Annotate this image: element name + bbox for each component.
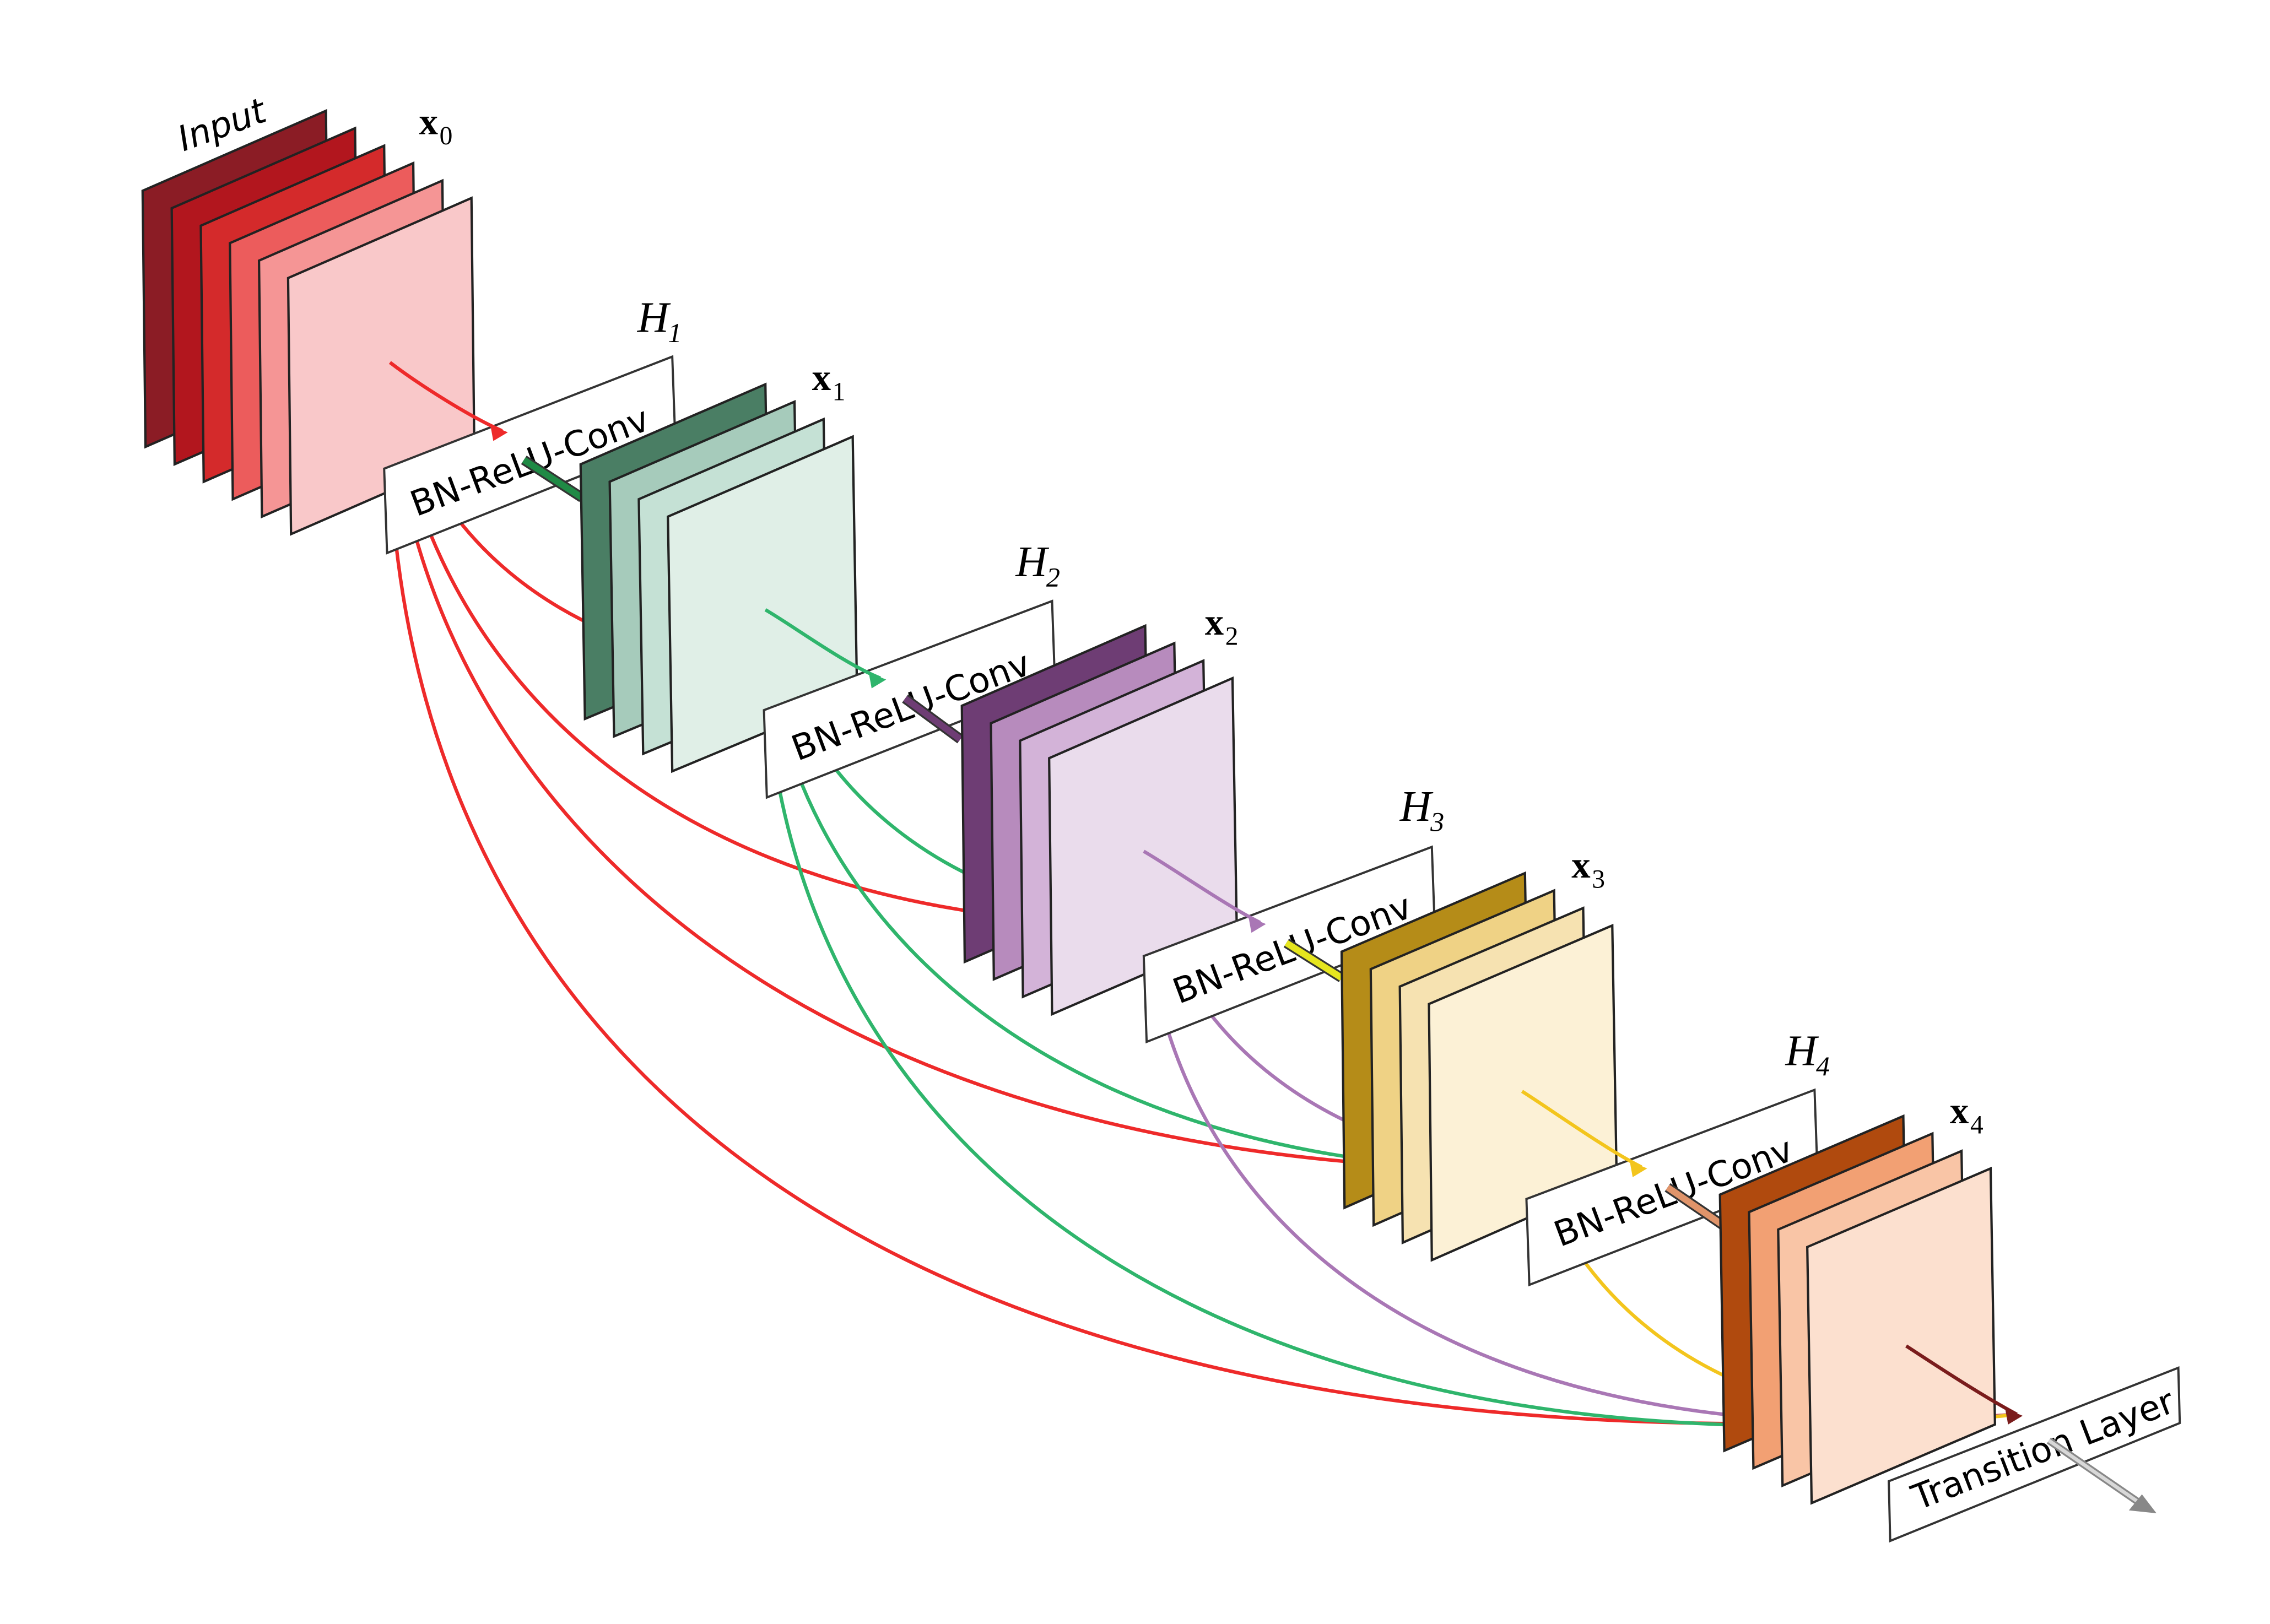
- svg-text:4: 4: [1970, 1111, 1983, 1140]
- skip-connection-curves-front: [388, 361, 2023, 1425]
- svg-text:3: 3: [1430, 806, 1444, 837]
- feature-map-plane: [1806, 1166, 1996, 1505]
- svg-text:1: 1: [833, 378, 846, 407]
- connector-bar: [903, 696, 963, 742]
- svg-text:x: x: [419, 100, 438, 142]
- arrowhead: [868, 672, 887, 689]
- h2-label: H 2: [1015, 538, 1060, 592]
- transition-exit-arrow: [2046, 1437, 2156, 1513]
- curve-x1-to-h2: [764, 608, 881, 680]
- arrowhead: [2005, 1408, 2023, 1425]
- arrowhead: [1248, 917, 1266, 933]
- h3-label: H 3: [1399, 782, 1445, 837]
- feature-map-stack-x2: [960, 624, 1239, 1016]
- x1-label: x 1: [812, 356, 846, 406]
- svg-text:x: x: [1571, 844, 1590, 886]
- svg-text:0: 0: [440, 122, 453, 150]
- connector-bar: [1666, 1184, 1725, 1228]
- feature-map-stack-x3: [1340, 871, 1618, 1262]
- connector-bar: [1284, 940, 1344, 981]
- svg-text:2: 2: [1225, 622, 1239, 651]
- curve-x0-to-h1: [388, 361, 503, 432]
- curve-x3-to-h4: [1521, 1090, 1642, 1169]
- curve-x1-to-transition: [763, 609, 2017, 1428]
- svg-text:H: H: [1015, 538, 1049, 586]
- x4-label: x 4: [1950, 1090, 1983, 1139]
- connector-bar: [522, 457, 584, 501]
- svg-text:x: x: [812, 356, 831, 398]
- svg-text:H: H: [1785, 1027, 1819, 1075]
- x2-label: x 2: [1205, 601, 1239, 651]
- arrowhead: [1629, 1161, 1647, 1177]
- svg-text:x: x: [1950, 1090, 1969, 1132]
- feature-map-stack-x4: [1718, 1114, 1996, 1505]
- x0-label: x 0: [419, 100, 453, 150]
- h1-label: H 1: [637, 293, 682, 348]
- curve-x0-to-h4: [388, 362, 1642, 1172]
- svg-text:3: 3: [1592, 865, 1605, 894]
- svg-text:H: H: [1399, 782, 1434, 831]
- feature-map-stack-x1: [579, 382, 858, 773]
- svg-text:H: H: [637, 293, 671, 342]
- curve-x0-to-transition: [387, 362, 2017, 1426]
- feature-map-stack-x0: [141, 109, 476, 536]
- curve-x2-to-h3: [1143, 849, 1261, 924]
- h4-label: H 4: [1785, 1027, 1830, 1081]
- x3-label: x 3: [1571, 844, 1605, 894]
- svg-text:4: 4: [1816, 1051, 1830, 1081]
- curve-x4-to-transition: [1905, 1344, 2018, 1416]
- svg-text:1: 1: [668, 317, 682, 348]
- svg-text:2: 2: [1046, 562, 1060, 593]
- arrowhead: [490, 425, 508, 441]
- svg-text:x: x: [1205, 601, 1224, 643]
